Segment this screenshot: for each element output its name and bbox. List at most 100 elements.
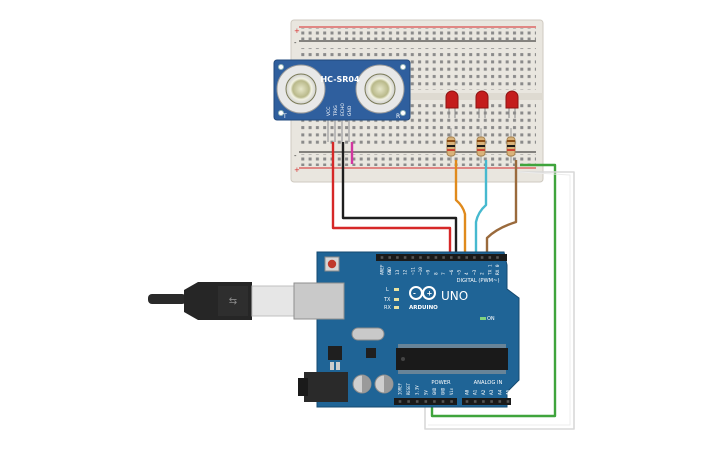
power-pin-label: GND <box>432 387 437 395</box>
analog-pin-hole[interactable] <box>465 400 469 403</box>
digital-pin-hole[interactable] <box>403 256 407 259</box>
digital-pin-hole[interactable] <box>473 256 476 259</box>
usb-symbol-icon: ⇆ <box>229 296 237 307</box>
wire-led2[interactable] <box>474 160 488 262</box>
led-3[interactable] <box>505 90 519 118</box>
led-group <box>445 90 519 163</box>
digital-pin-hole[interactable] <box>488 256 492 259</box>
power-pin-label: RESET <box>406 382 411 395</box>
arduino-logo: - + <box>409 286 436 300</box>
digital-pin-hole[interactable] <box>457 256 461 259</box>
wire-led1[interactable] <box>454 160 467 262</box>
led-2[interactable] <box>475 90 489 118</box>
ultrasonic-sensor[interactable]: HC-SR04 T R VCC TRIG ECHO GND <box>273 59 411 142</box>
usb-b-port <box>293 282 345 320</box>
transducer-right <box>355 64 405 114</box>
resistor-2[interactable] <box>476 128 486 163</box>
power-pin-label: GND <box>441 387 446 395</box>
analog-pin-label: A3 <box>489 389 495 395</box>
reset-button[interactable] <box>324 256 340 272</box>
digital-pin-hole[interactable] <box>426 256 430 259</box>
digital-pin-hole[interactable] <box>411 256 415 259</box>
resistor-1[interactable] <box>446 128 456 163</box>
power-pin-hole[interactable] <box>424 400 428 403</box>
digital-pin-label: 4 <box>464 272 470 275</box>
digital-pin-hole[interactable] <box>396 256 399 259</box>
svg-text:-: - <box>413 290 416 298</box>
digital-pin-label: GND <box>387 267 393 275</box>
digital-pin-hole[interactable] <box>450 256 453 259</box>
digital-pin-label: AREF <box>380 264 386 275</box>
digital-pin-hole[interactable] <box>380 256 384 259</box>
analog-header[interactable] <box>462 398 511 405</box>
microcontroller-chip <box>396 344 508 374</box>
led-rx-indicator <box>394 306 399 309</box>
power-pin-hole[interactable] <box>407 400 410 403</box>
analog-pin-label: A4 <box>497 389 503 395</box>
analog-pin-hole[interactable] <box>506 400 510 403</box>
digital-header[interactable] <box>376 254 507 261</box>
analog-pin-hole[interactable] <box>498 400 502 403</box>
rail-minus-label: - <box>294 39 297 47</box>
resistor-3[interactable] <box>506 128 516 163</box>
power-pin-hole[interactable] <box>441 400 445 403</box>
analog-pin-hole[interactable] <box>490 400 493 403</box>
led-rx-label: RX <box>384 305 391 311</box>
wire-power-white-inner <box>428 171 571 426</box>
digital-pin-label: TX 1 <box>487 264 493 275</box>
digital-pin-hole[interactable] <box>434 256 438 259</box>
power-pin-label: 5V <box>423 390 428 395</box>
usb-cable[interactable]: ⇆ <box>148 282 295 320</box>
top-power-rail <box>300 28 536 40</box>
arduino-model-text: UNO <box>441 289 468 303</box>
arduino-brand-text: ARDUINO <box>409 305 438 311</box>
digital-pin-hole[interactable] <box>480 256 484 259</box>
power-pin-hole[interactable] <box>433 400 436 403</box>
analog-pin-label: A2 <box>481 389 487 395</box>
transducer-left <box>276 64 326 114</box>
digital-pin-hole[interactable] <box>419 256 422 259</box>
wire-ground-green[interactable] <box>430 163 557 418</box>
power-pin-hole[interactable] <box>398 400 402 403</box>
power-pin-hole[interactable] <box>450 400 453 403</box>
digital-pin-hole[interactable] <box>442 256 445 259</box>
analog-pin-hole[interactable] <box>482 400 485 403</box>
led-tx-label: TX <box>383 297 391 303</box>
analog-pin-label: A5 <box>506 389 512 395</box>
digital-pin-hole[interactable] <box>465 256 468 259</box>
sensor-r-mark: R <box>396 113 400 120</box>
sensor-t-mark: T <box>282 113 287 120</box>
rail-minus-label-bottom: - <box>294 152 297 160</box>
sensor-model-label: HC-SR04 <box>320 75 360 84</box>
digital-pin-hole[interactable] <box>496 256 499 259</box>
power-pin-label: Vin <box>449 387 454 395</box>
capacitor-1 <box>352 374 372 394</box>
led-1[interactable] <box>445 90 459 118</box>
wire-led3[interactable] <box>485 160 518 262</box>
barrel-jack <box>304 372 348 402</box>
analog-header-label: ANALOG IN <box>474 380 503 386</box>
digital-pin-label: 8 <box>433 272 439 275</box>
sensor-pin-trig: TRIG <box>333 105 339 117</box>
power-header-label: POWER <box>431 380 451 386</box>
crystal <box>351 327 385 341</box>
wire-vcc[interactable] <box>331 142 452 262</box>
led-l-label: L <box>386 287 389 293</box>
digital-pin-label: ~6 <box>449 269 455 275</box>
digital-pin-label: 7 <box>441 272 447 275</box>
analog-pin-label: A0 <box>465 389 471 395</box>
wire-gnd-sensor[interactable] <box>341 142 458 262</box>
sensor-pin-gnd: GND <box>347 105 353 116</box>
analog-pin-hole[interactable] <box>473 400 477 403</box>
digital-pin-label: RX 0 <box>495 264 501 275</box>
capacitor-2 <box>374 374 394 394</box>
wire-power-white[interactable] <box>424 171 575 430</box>
digital-pin-label: ~9 <box>426 269 432 275</box>
led-tx-indicator <box>394 298 399 301</box>
led-on-label: ON <box>487 316 495 322</box>
power-pin-hole[interactable] <box>415 400 419 403</box>
digital-pin-hole[interactable] <box>388 256 391 259</box>
digital-pin-label: 13 <box>395 269 401 275</box>
